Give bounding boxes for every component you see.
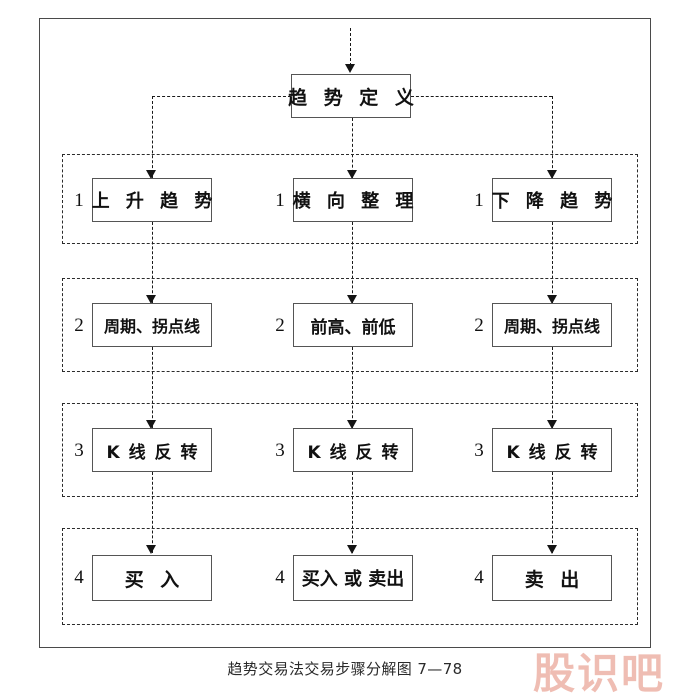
step-number-3-col-2: 3 xyxy=(275,440,285,461)
root-branch-right xyxy=(411,96,552,97)
arrow-into-sell xyxy=(547,545,557,554)
arrow-into-uptrend xyxy=(146,170,156,179)
arrow-into-sideways xyxy=(347,170,357,179)
arrow-into-prev-high-low xyxy=(347,295,357,304)
arrow-into-downtrend xyxy=(547,170,557,179)
step-number-4-col-2: 4 xyxy=(275,567,285,588)
group-band-step-4 xyxy=(62,528,638,625)
node-kline-reversal-right[interactable]: K 线 反 转 xyxy=(492,428,612,472)
step-number-1-col-2: 1 xyxy=(275,190,285,211)
connector-col2-g3-g4 xyxy=(352,472,353,553)
node-cycle-inflection-left[interactable]: 周期、拐点线 xyxy=(92,303,212,347)
connector-col3-g2-g3 xyxy=(552,347,553,428)
step-number-1-col-1: 1 xyxy=(74,190,84,211)
step-number-4-col-3: 4 xyxy=(474,567,484,588)
node-buy[interactable]: 买 入 xyxy=(92,555,212,601)
connector-col2-g2-g3 xyxy=(352,347,353,428)
step-number-3-col-3: 3 xyxy=(474,440,484,461)
step-number-2-col-2: 2 xyxy=(275,315,285,336)
root-node-trend-definition[interactable]: 趋 势 定 义 xyxy=(288,74,414,118)
arrow-into-cycle-left xyxy=(146,295,156,304)
step-number-2-col-1: 2 xyxy=(74,315,84,336)
connector-col3-g3-g4 xyxy=(552,472,553,553)
node-kline-reversal-mid[interactable]: K 线 反 转 xyxy=(293,428,413,472)
entry-arrow-head xyxy=(345,64,355,73)
step-number-3-col-1: 3 xyxy=(74,440,84,461)
figure-caption: 趋势交易法交易步骤分解图 7—78 xyxy=(227,660,463,678)
arrow-into-buy-or-sell xyxy=(347,545,357,554)
figure-outer-border xyxy=(39,18,651,648)
node-previous-high-low[interactable]: 前高、前低 xyxy=(293,303,413,347)
node-downtrend[interactable]: 下 降 趋 势 xyxy=(492,178,612,222)
step-number-4-col-1: 4 xyxy=(74,567,84,588)
arrow-into-buy xyxy=(146,545,156,554)
root-branch-right-drop xyxy=(552,96,553,178)
connector-col1-g3-g4 xyxy=(152,472,153,553)
connector-col1-g1-g2 xyxy=(152,222,153,303)
node-kline-reversal-left[interactable]: K 线 反 转 xyxy=(92,428,212,472)
arrow-into-kline-mid xyxy=(347,420,357,429)
arrow-into-kline-left xyxy=(146,420,156,429)
arrow-into-kline-right xyxy=(547,420,557,429)
node-cycle-inflection-right[interactable]: 周期、拐点线 xyxy=(492,303,612,347)
node-uptrend[interactable]: 上 升 趋 势 xyxy=(92,178,212,222)
root-branch-left-drop xyxy=(152,96,153,178)
step-number-1-col-3: 1 xyxy=(474,190,484,211)
group-band-step-1 xyxy=(62,154,638,244)
group-band-step-2 xyxy=(62,278,638,372)
connector-col2-g1-g2 xyxy=(352,222,353,303)
node-buy-or-sell[interactable]: 买入 或 卖出 xyxy=(293,555,413,601)
node-sell[interactable]: 卖 出 xyxy=(492,555,612,601)
arrow-into-cycle-right xyxy=(547,295,557,304)
node-sideways-consolidation[interactable]: 横 向 整 理 xyxy=(293,178,413,222)
entry-connector xyxy=(350,28,351,66)
root-branch-left xyxy=(152,96,291,97)
connector-col3-g1-g2 xyxy=(552,222,553,303)
group-band-step-3 xyxy=(62,403,638,497)
step-number-2-col-3: 2 xyxy=(474,315,484,336)
root-branch-center-drop xyxy=(352,118,353,178)
connector-col1-g2-g3 xyxy=(152,347,153,428)
